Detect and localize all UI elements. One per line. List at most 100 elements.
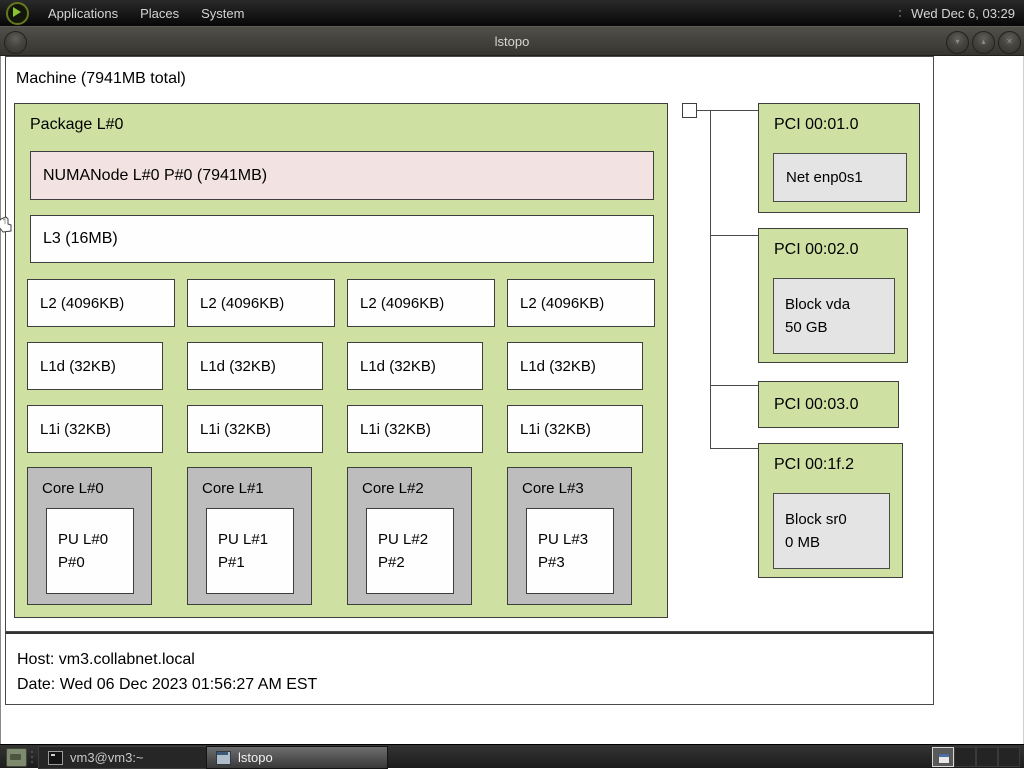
pu-box: PU L#3 P#3 — [526, 508, 614, 594]
machine-label: Machine (7941MB total) — [16, 70, 186, 87]
minimize-button[interactable]: ▾ — [946, 31, 969, 54]
block-device-label: Block vda — [785, 296, 851, 313]
l1d-label: L1d (32KB) — [200, 357, 276, 375]
task-button-terminal[interactable]: vm3@vm3:~ — [38, 746, 218, 769]
pu-label: PU L#0 — [58, 531, 109, 548]
pci-tree-line — [710, 235, 758, 236]
l1i-cache-box: L1i (32KB) — [347, 405, 483, 453]
l1d-cache-box: L1d (32KB) — [187, 342, 323, 390]
top-panel: Applications Places System Wed Dec 6, 03… — [0, 0, 1024, 26]
pu-box: PU L#0 P#0 — [46, 508, 134, 594]
l1d-label: L1d (32KB) — [40, 357, 116, 375]
pci-box: PCI 00:1f.2 Block sr0 0 MB — [758, 443, 903, 578]
l2-label: L2 (4096KB) — [40, 294, 125, 312]
pci-label: PCI 00:1f.2 — [774, 456, 855, 473]
maximize-button[interactable]: ▴ — [972, 31, 995, 54]
net-device-label: Net enp0s1 — [786, 169, 863, 186]
core-box: Core L#1 PU L#1 P#1 — [187, 467, 312, 605]
window-menu-icon[interactable] — [4, 31, 27, 54]
pci-tree-line — [710, 385, 758, 386]
workspace-cell[interactable] — [998, 747, 1020, 767]
task-label: vm3@vm3:~ — [70, 750, 144, 765]
legend-date: Date: Wed 06 Dec 2023 01:56:27 AM EST — [17, 676, 318, 693]
pu-plabel: P#3 — [538, 554, 565, 571]
menu-applications[interactable]: Applications — [48, 5, 119, 21]
pci-box: PCI 00:02.0 Block vda 50 GB — [758, 228, 908, 363]
window-title: lstopo — [494, 34, 530, 49]
l1i-cache-box: L1i (32KB) — [187, 405, 323, 453]
core-label: Core L#3 — [522, 480, 584, 497]
l2-cache-box: L2 (4096KB) — [347, 279, 495, 327]
pci-tree-line — [697, 110, 710, 111]
workspace-cell[interactable] — [976, 747, 998, 767]
core-label: Core L#2 — [362, 480, 424, 497]
distributor-logo-icon[interactable] — [6, 1, 29, 25]
clock-applet[interactable]: Wed Dec 6, 03:29 — [911, 5, 1015, 21]
l2-label: L2 (4096KB) — [360, 294, 445, 312]
legend-host: Host: vm3.collabnet.local — [17, 651, 195, 668]
package-label: Package L#0 — [30, 116, 124, 133]
pci-tree-line — [710, 110, 758, 111]
workspace-window-icon — [938, 753, 950, 764]
pu-label: PU L#2 — [378, 531, 429, 548]
window-titlebar[interactable]: lstopo ▾ ▴ ✕ — [0, 26, 1024, 56]
l2-cache-box: L2 (4096KB) — [507, 279, 655, 327]
numanode-box: NUMANode L#0 P#0 (7941MB) — [30, 151, 654, 200]
l3-label: L3 (16MB) — [43, 230, 118, 247]
l1d-cache-box: L1d (32KB) — [347, 342, 483, 390]
pci-tree-line — [710, 448, 758, 449]
pu-plabel: P#2 — [378, 554, 405, 571]
pci-box: PCI 00:03.0 — [758, 381, 899, 428]
l1i-label: L1i (32KB) — [360, 420, 431, 438]
taskbar: vm3@vm3:~ lstopo — [0, 744, 1024, 769]
l2-cache-box: L2 (4096KB) — [27, 279, 175, 327]
pu-box: PU L#2 P#2 — [366, 508, 454, 594]
l1d-cache-box: L1d (32KB) — [27, 342, 163, 390]
pu-plabel: P#1 — [218, 554, 245, 571]
net-device-box: Net enp0s1 — [773, 153, 907, 202]
block-device-box: Block vda 50 GB — [773, 278, 895, 354]
core-label: Core L#0 — [42, 480, 104, 497]
core-box: Core L#3 PU L#3 P#3 — [507, 467, 632, 605]
l1d-cache-box: L1d (32KB) — [507, 342, 643, 390]
pu-box: PU L#1 P#1 — [206, 508, 294, 594]
workspace-switcher[interactable] — [932, 747, 1020, 767]
pu-label: PU L#3 — [538, 531, 589, 548]
l1i-cache-box: L1i (32KB) — [27, 405, 163, 453]
tasklist-drag-handle[interactable] — [31, 751, 33, 763]
pci-label: PCI 00:02.0 — [774, 241, 859, 258]
workspace-cell-active[interactable] — [932, 747, 954, 767]
pci-label: PCI 00:03.0 — [774, 395, 859, 413]
task-button-lstopo[interactable]: lstopo — [206, 746, 388, 769]
l2-label: L2 (4096KB) — [520, 294, 605, 312]
workspace-cell[interactable] — [954, 747, 976, 767]
menu-places[interactable]: Places — [140, 5, 180, 21]
core-label: Core L#1 — [202, 480, 264, 497]
close-button[interactable]: ✕ — [998, 31, 1021, 54]
l1i-label: L1i (32KB) — [40, 420, 111, 438]
task-label: lstopo — [238, 750, 273, 765]
legend-box: Host: vm3.collabnet.local Date: Wed 06 D… — [5, 632, 934, 705]
l3-cache-box: L3 (16MB) — [30, 215, 654, 263]
pci-box: PCI 00:01.0 Net enp0s1 — [758, 103, 920, 213]
pci-tree-trunk — [710, 110, 711, 448]
core-box: Core L#0 PU L#0 P#0 — [27, 467, 152, 605]
block-device-box: Block sr0 0 MB — [773, 493, 890, 569]
block-device-label: Block sr0 — [785, 511, 847, 528]
block-device-size: 50 GB — [785, 319, 828, 336]
l1i-label: L1i (32KB) — [520, 420, 591, 438]
l1d-label: L1d (32KB) — [520, 357, 596, 375]
hostbridge-box — [682, 103, 697, 118]
terminal-icon — [48, 750, 63, 765]
menu-system[interactable]: System — [201, 5, 245, 21]
hand-cursor-icon — [0, 216, 12, 233]
l2-label: L2 (4096KB) — [200, 294, 285, 312]
l2-cache-box: L2 (4096KB) — [187, 279, 335, 327]
drawer-icon[interactable] — [6, 748, 27, 767]
pu-plabel: P#0 — [58, 554, 85, 571]
machine-box — [5, 56, 934, 632]
logo-triangle-icon — [13, 6, 21, 17]
applet-drag-handle[interactable] — [899, 9, 902, 17]
lstopo-window-icon — [216, 750, 231, 765]
l1i-label: L1i (32KB) — [200, 420, 271, 438]
